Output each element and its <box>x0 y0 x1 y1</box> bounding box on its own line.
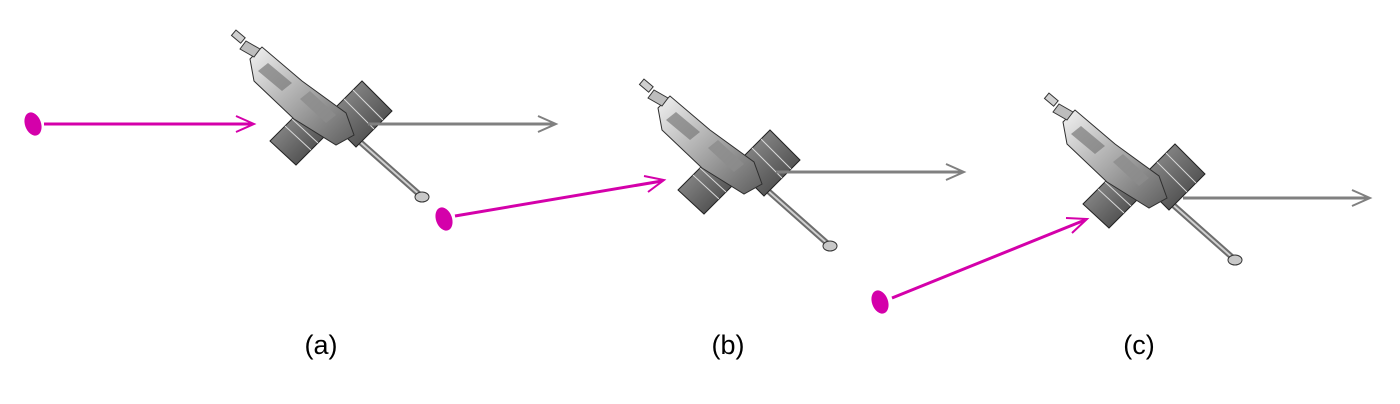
panel-a <box>24 30 559 202</box>
source-blob-icon <box>24 112 42 136</box>
outgoing-arrow <box>368 115 559 133</box>
panel-label-a: (a) <box>304 330 338 360</box>
panel-label-c: (c) <box>1123 330 1155 360</box>
satellite-icon <box>639 79 837 251</box>
outgoing-arrow <box>1183 189 1373 207</box>
incoming-arrow <box>454 175 667 218</box>
satellite-icon <box>1044 93 1242 265</box>
incoming-arrow <box>44 115 257 133</box>
panel-b <box>435 79 967 251</box>
incoming-arrow <box>891 217 1090 300</box>
outgoing-arrow <box>776 163 967 181</box>
source-blob-icon <box>871 290 889 314</box>
satellite-icon <box>231 30 429 202</box>
panel-label-b: (b) <box>711 330 745 360</box>
source-blob-icon <box>435 207 453 231</box>
panel-c <box>871 93 1373 314</box>
